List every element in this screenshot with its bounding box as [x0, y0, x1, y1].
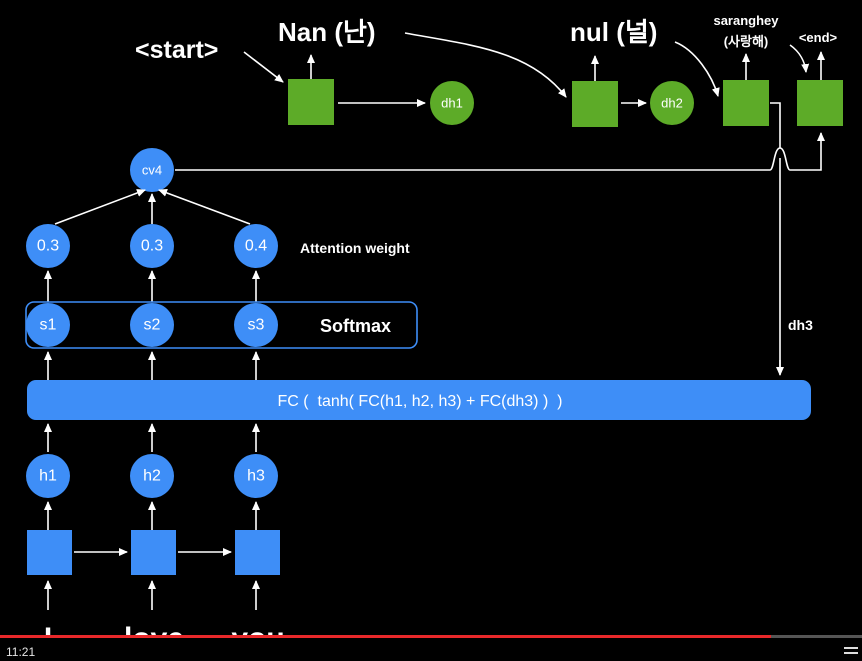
score-2: s2: [130, 303, 174, 347]
start-to-box1-arrow: [243, 51, 284, 83]
word2-label: nul (널): [570, 17, 657, 47]
progress-track[interactable]: [0, 635, 862, 638]
current-time: 11:21: [6, 645, 36, 659]
decoder-box-3: [723, 80, 769, 126]
cv4-node: [130, 148, 174, 192]
dh3-down-arrow: [770, 102, 781, 374]
end-token-label: <end>: [799, 30, 838, 45]
hidden-state-1-label: h1: [39, 468, 57, 485]
attention-weight-1-value: 0.3: [37, 238, 59, 255]
hidden-state-1: h1: [26, 454, 70, 498]
cv4-label: cv4: [142, 163, 162, 178]
attention-weight-label: Attention weight: [300, 240, 410, 256]
dh3-label: dh3: [788, 317, 813, 333]
softmax-label: Softmax: [320, 316, 391, 336]
dh1-node: [430, 81, 474, 125]
start-token-label: <start>: [135, 36, 218, 64]
word3-label-line2: (사랑해): [724, 34, 769, 49]
word3-label-line1: saranghey: [713, 13, 779, 28]
score-1: s1: [26, 303, 70, 347]
video-player-bar: 11:21: [0, 635, 862, 661]
dh2-node: [650, 81, 694, 125]
score-3: s3: [234, 303, 278, 347]
dh1-label: dh1: [441, 96, 463, 111]
w1-to-cv4-arrow: [54, 189, 146, 225]
attention-weight-3: 0.4: [234, 224, 278, 268]
hidden-state-3-label: h3: [247, 468, 265, 485]
hidden-state-2-label: h2: [143, 468, 161, 485]
attention-weight-2: 0.3: [130, 224, 174, 268]
score-1-label: s1: [40, 317, 57, 334]
score-2-label: s2: [144, 317, 161, 334]
encoder-box-1: [27, 530, 72, 575]
decoder-box-1: [288, 79, 334, 125]
attention-weight-2-value: 0.3: [141, 238, 163, 255]
word2-to-box3-arrow: [674, 41, 720, 97]
hidden-state-3: h3: [234, 454, 278, 498]
attention-weight-1: 0.3: [26, 224, 70, 268]
encoder-box-2: [131, 530, 176, 575]
encoder-box-3: [235, 530, 280, 575]
progress-fill: [0, 635, 772, 638]
fc-bar: [27, 380, 811, 420]
attention-weight-3-value: 0.4: [245, 238, 267, 255]
decoder-box-4: [797, 80, 843, 126]
word1-to-box2-arrow: [404, 32, 567, 98]
w3-to-cv4-arrow: [158, 189, 251, 225]
word1-label: Nan (난): [278, 17, 376, 47]
score-3-label: s3: [248, 317, 265, 334]
menu-icon[interactable]: [844, 647, 858, 659]
word3-to-box4-arrow: [789, 44, 810, 73]
cv4-to-box4-arrow: [175, 132, 825, 171]
hidden-state-2: h2: [130, 454, 174, 498]
fc-formula: FC ( tanh( FC(h1, h2, h3) + FC(dh3) ) ): [278, 393, 563, 410]
decoder-box-2: [572, 81, 618, 127]
dh2-label: dh2: [661, 96, 683, 111]
